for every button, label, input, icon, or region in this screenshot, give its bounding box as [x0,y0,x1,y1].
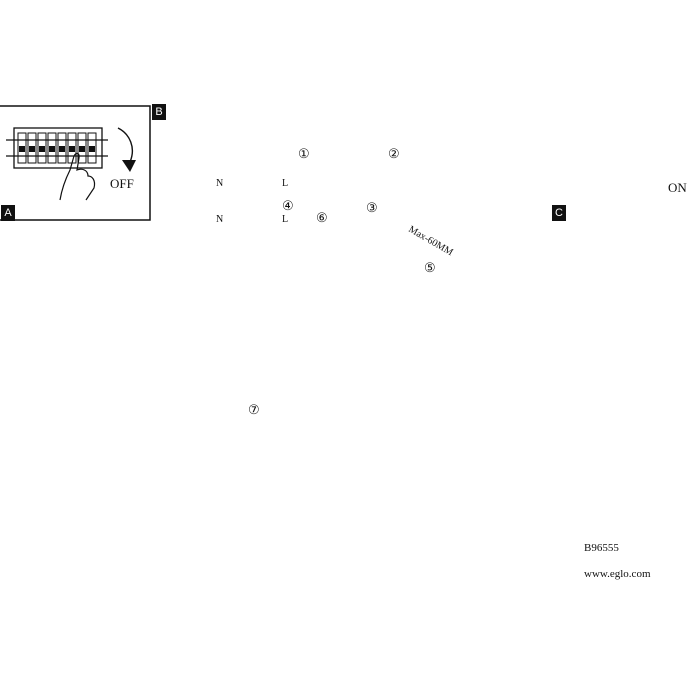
terminal-n-bottom-label: N [216,214,224,225]
step-2-marker: ② [388,146,400,161]
switch-off-label: OFF [110,176,134,191]
step-3-marker: ③ [366,200,378,215]
step-5-marker: ⑤ [424,260,436,275]
terminal-l-top-label: L [282,178,289,189]
website-url: www.eglo.com [584,568,651,580]
panel-b-letter: B [152,104,166,120]
panel-c-letter: C [552,205,566,221]
step-4-marker: ④ [282,198,294,213]
rotate-arrow-icon [117,127,134,163]
breaker-bank-icon [6,127,108,169]
switch-on-label: ON [668,180,687,195]
step-6-marker: ⑥ [316,210,328,225]
panel-a [0,105,151,221]
terminal-l-bottom-label: L [282,214,289,225]
panel-a-letter: A [1,205,15,221]
step-1-marker: ① [298,146,310,161]
terminal-n-top-label: N [216,178,224,189]
hand-pointer-icon [59,152,96,201]
step-7-marker: ⑦ [248,402,260,417]
model-number: B96555 [584,542,619,554]
